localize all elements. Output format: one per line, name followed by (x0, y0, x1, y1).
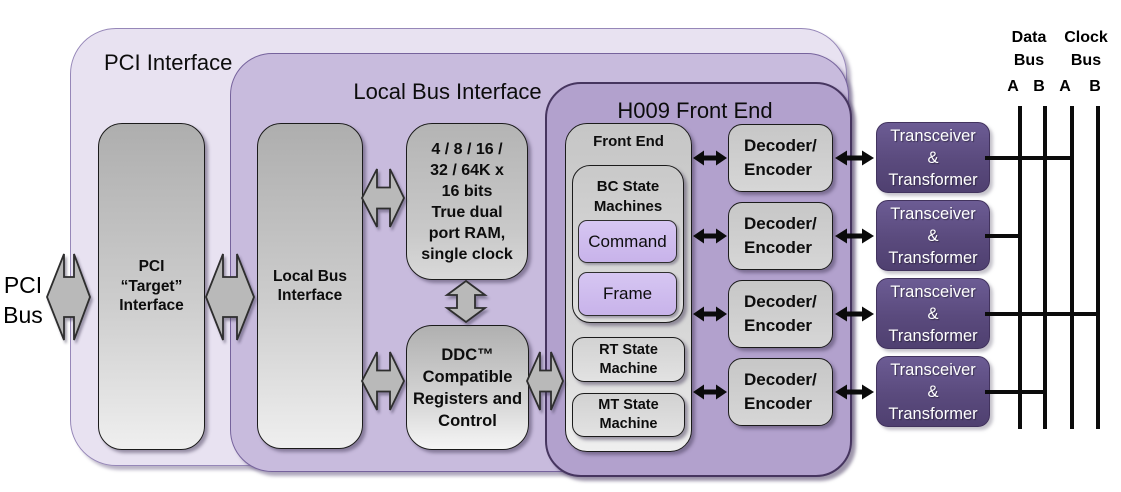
bus-lines (985, 106, 1100, 429)
data-bus-label: Data Bus (1011, 29, 1047, 69)
transceiver-transformer-block-3: Transceiver & Transformer (876, 278, 990, 349)
transceiver-transformer-block-1: Transceiver & Transformer (876, 122, 990, 193)
front-end-label: Front End (593, 133, 664, 150)
ddc-registers-block: DDC™ Compatible Registers and Control (406, 325, 529, 450)
rt-state-machine-block: RT State Machine (572, 337, 685, 382)
data-bus-b-label: B (1033, 78, 1045, 95)
dual-port-ram-block: 4 / 8 / 16 / 32 / 64K x 16 bits True dua… (406, 123, 528, 280)
pci-interface-title: PCI Interface (104, 50, 233, 75)
local-bus-interface-block: Local Bus Interface (257, 123, 363, 449)
pci-bus-label: PCI Bus (3, 272, 43, 328)
h009-front-end-title: H009 Front End (617, 98, 773, 123)
data-bus-a-label: A (1007, 78, 1019, 95)
frame-state-block: Frame (578, 272, 677, 316)
command-state-block: Command (578, 220, 677, 263)
clock-bus-b-label: B (1089, 78, 1101, 95)
mt-state-machine-block: MT State Machine (572, 393, 685, 437)
clock-bus-label: Clock Bus (1064, 29, 1108, 69)
pci-target-interface-block: PCI “Target” Interface (98, 123, 205, 450)
decoder-encoder-block-3: Decoder/ Encoder (728, 280, 833, 348)
bc-state-machines-label: BC State Machines (593, 178, 663, 215)
decoder-encoder-block-1: Decoder/ Encoder (728, 124, 833, 192)
decoder-encoder-block-4: Decoder/ Encoder (728, 358, 833, 426)
decoder-encoder-block-2: Decoder/ Encoder (728, 202, 833, 270)
clock-bus-a-label: A (1059, 78, 1071, 95)
transceiver-transformer-block-2: Transceiver & Transformer (876, 200, 990, 271)
local-bus-interface-title: Local Bus Interface (353, 79, 542, 104)
transceiver-transformer-block-4: Transceiver & Transformer (876, 356, 990, 427)
